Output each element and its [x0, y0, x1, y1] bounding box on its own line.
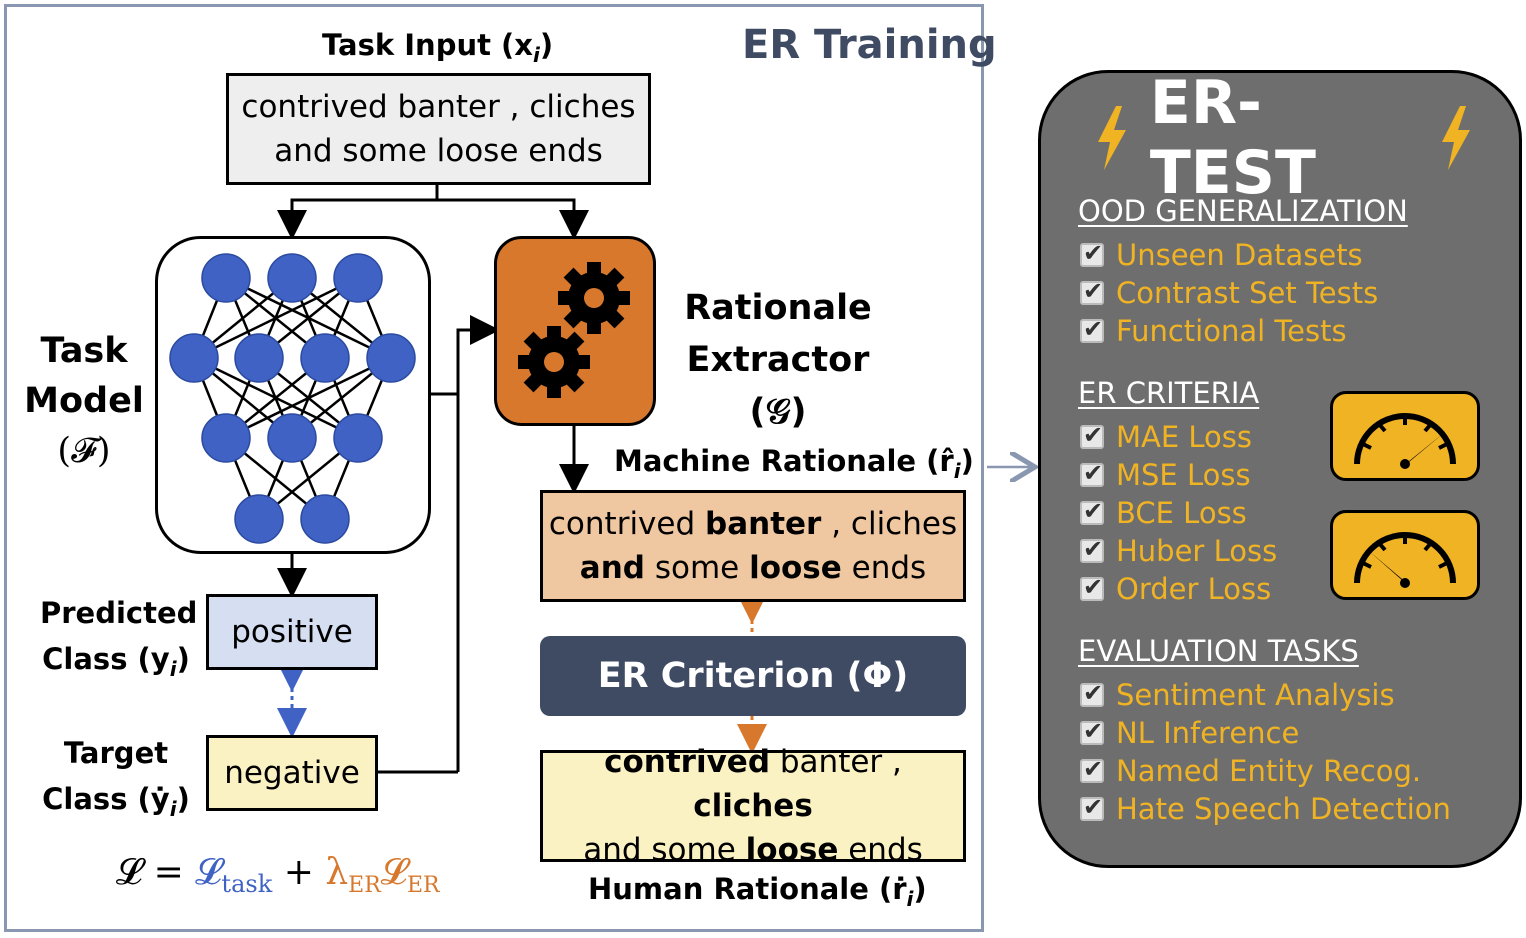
- task-input-line-1: contrived banter , cliches: [241, 89, 636, 125]
- checkbox-icon: [1080, 755, 1104, 783]
- checkbox-icon: [1080, 459, 1104, 487]
- predicted-class-box: positive: [206, 594, 378, 670]
- section-list-er-criteria: MAE Loss MSE Loss BCE Loss Huber Loss Or…: [1080, 418, 1277, 608]
- task-model-line-2: Model: [24, 381, 144, 421]
- checkbox-icon: [1080, 793, 1104, 821]
- lightning-icon: [1098, 106, 1126, 170]
- er-criterion-box: ER Criterion (Φ): [540, 636, 966, 716]
- task-model-network: [155, 236, 431, 554]
- target-class-box: negative: [206, 735, 378, 811]
- task-input-label: Task Input (xi): [322, 28, 554, 67]
- machine-rationale-line-2: and some loose ends: [579, 550, 927, 586]
- section-heading-er-criteria: ER CRITERIA: [1078, 376, 1260, 410]
- checkbox-icon: [1080, 497, 1104, 525]
- machine-rationale-label: Machine Rationale (r̂i): [614, 444, 974, 483]
- checklist-item: NL Inference: [1080, 714, 1451, 752]
- predicted-class-label: Predicted Class (yi): [40, 596, 198, 681]
- checkbox-icon: [1080, 421, 1104, 449]
- checklist-item: Functional Tests: [1080, 312, 1378, 350]
- checklist-item: BCE Loss: [1080, 494, 1277, 532]
- network-nodes: [169, 253, 416, 544]
- section-heading-evaluation-tasks: EVALUATION TASKS: [1078, 634, 1359, 668]
- loss-formula: 𝓛 = 𝓛task + λER𝓛ER: [116, 852, 440, 899]
- human-rationale-box: contrived banter , cliches and some loos…: [540, 744, 966, 868]
- checklist-item: Named Entity Recog.: [1080, 752, 1451, 790]
- task-model-label: Task Model (𝓕): [22, 326, 146, 476]
- speedometer-icon: [1330, 391, 1480, 481]
- section-list-evaluation-tasks: Sentiment Analysis NL Inference Named En…: [1080, 676, 1451, 828]
- rationale-extractor-line-1: Rationale: [684, 288, 872, 328]
- checklist-item: Contrast Set Tests: [1080, 274, 1378, 312]
- er-test-header: ER-TEST: [1094, 68, 1474, 208]
- checklist-item: Hate Speech Detection: [1080, 790, 1451, 828]
- checkbox-icon: [1080, 535, 1104, 563]
- checklist-item: Order Loss: [1080, 570, 1277, 608]
- machine-rationale-line-1: contrived banter , cliches: [548, 506, 958, 542]
- target-class-label: Target Class (ẏi): [42, 736, 190, 821]
- machine-rationale-box: contrived banter , cliches and some loos…: [540, 490, 966, 602]
- checkbox-icon: [1080, 239, 1104, 267]
- task-input-box: contrived banter , cliches and some loos…: [226, 73, 651, 185]
- checkbox-icon: [1080, 717, 1104, 745]
- checkbox-icon: [1080, 315, 1104, 343]
- task-model-line-1: Task: [40, 331, 128, 371]
- checklist-item: Sentiment Analysis: [1080, 676, 1451, 714]
- rationale-extractor-line-2: Extractor (𝒢): [686, 340, 870, 432]
- human-rationale-line-2: and some loose ends: [583, 832, 923, 868]
- checklist-item: Huber Loss: [1080, 532, 1277, 570]
- er-training-title: ER Training: [742, 22, 997, 68]
- section-list-ood: Unseen Datasets Contrast Set Tests Funct…: [1080, 236, 1378, 350]
- task-input-line-2: and some loose ends: [274, 133, 603, 169]
- human-rationale-label: Human Rationale (ṙi): [588, 872, 927, 911]
- rationale-extractor-box: [494, 236, 656, 426]
- human-rationale-line-1: contrived banter , cliches: [604, 744, 902, 824]
- checkbox-icon: [1080, 679, 1104, 707]
- checklist-item: Unseen Datasets: [1080, 236, 1378, 274]
- er-training-frame: [4, 4, 984, 932]
- speedometer-icon: [1330, 510, 1480, 600]
- checkbox-icon: [1080, 277, 1104, 305]
- checkbox-icon: [1080, 573, 1104, 601]
- rationale-extractor-label: Rationale Extractor (𝒢): [662, 282, 894, 438]
- checklist-item: MSE Loss: [1080, 456, 1277, 494]
- er-test-title: ER-TEST: [1149, 68, 1316, 208]
- checklist-item: MAE Loss: [1080, 418, 1277, 456]
- task-model-symbol: (𝓕): [57, 431, 111, 471]
- section-heading-ood: OOD GENERALIZATION: [1078, 194, 1408, 228]
- lightning-icon: [1442, 106, 1471, 170]
